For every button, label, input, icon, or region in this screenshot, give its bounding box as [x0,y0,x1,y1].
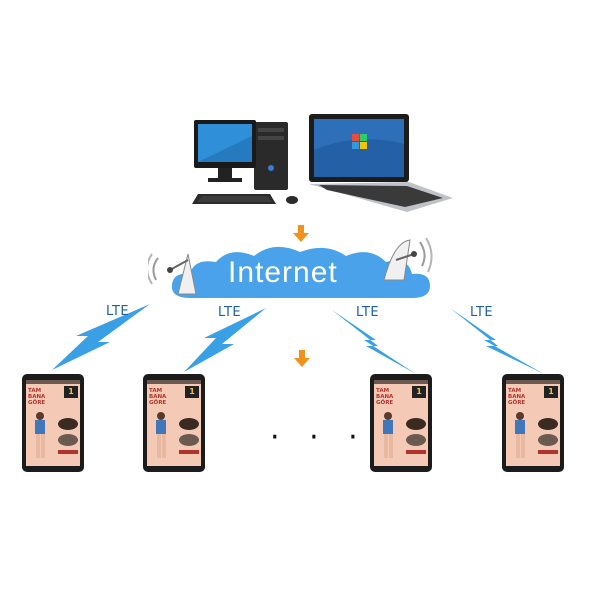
phone-screen: TAM BANA GÖRE 1 [26,380,80,466]
phone-screen: TAM BANA GÖRE 1 [147,380,201,466]
lightning-icon [184,308,266,372]
screen-badge: 1 [544,386,558,398]
smartphone: TAM BANA GÖRE 1 [370,374,432,472]
smartphone: TAM BANA GÖRE 1 [143,374,205,472]
fashion-model-icon [35,412,78,458]
lte-label: LTE [106,304,130,319]
lightning-icon [52,304,150,370]
smartphone: TAM BANA GÖRE 1 [502,374,564,472]
fashion-model-icon [156,412,199,458]
cloud-label: Internet [228,256,338,289]
ellipsis: · · · [270,420,368,455]
lte-label: LTE [218,305,242,320]
lte-label: LTE [356,305,380,320]
phone-screen: TAM BANA GÖRE 1 [506,380,560,466]
satellite-dish-icon [383,237,433,281]
satellite-dish-icon [148,253,197,295]
down-arrow-icon [294,350,310,367]
screen-badge: 1 [64,386,78,398]
lte-label: LTE [470,305,494,320]
down-arrow-icon [293,225,309,242]
screen-text: TAM BANA GÖRE [149,388,167,406]
cloud-icon [171,246,430,298]
screen-text: TAM BANA GÖRE [508,388,526,406]
phone-screen: TAM BANA GÖRE 1 [374,380,428,466]
desktop-computer-icon [192,120,298,204]
screen-text: TAM BANA GÖRE [376,388,394,406]
laptop-icon [309,114,453,212]
fashion-model-icon [515,412,558,458]
fashion-model-icon [383,412,426,458]
lightning-icon [450,308,544,374]
screen-text: TAM BANA GÖRE [28,388,46,406]
screen-badge: 1 [412,386,426,398]
screen-badge: 1 [185,386,199,398]
smartphone: TAM BANA GÖRE 1 [22,374,84,472]
lightning-icon [332,310,416,374]
